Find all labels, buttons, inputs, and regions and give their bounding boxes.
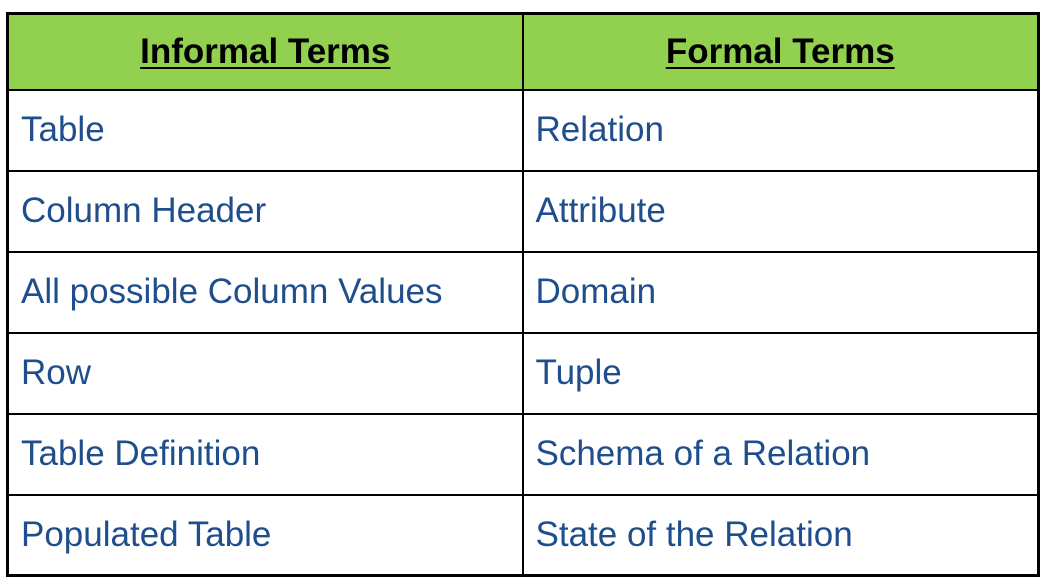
informal-term-cell: All possible Column Values bbox=[6, 250, 524, 334]
formal-term-cell: Domain bbox=[521, 250, 1040, 334]
informal-term-cell: Table Definition bbox=[6, 412, 524, 496]
informal-term-cell: Row bbox=[6, 331, 524, 415]
table-row: Table Definition Schema of a Relation bbox=[6, 412, 1040, 496]
formal-term-cell: Relation bbox=[521, 88, 1040, 172]
table-row: Table Relation bbox=[6, 88, 1040, 172]
informal-term-cell: Populated Table bbox=[6, 493, 524, 577]
table-header-row: Informal Terms Formal Terms bbox=[6, 12, 1040, 91]
terms-table: Informal Terms Formal Terms Table Relati… bbox=[6, 12, 1040, 577]
header-informal-terms: Informal Terms bbox=[6, 12, 524, 91]
formal-term-cell: Tuple bbox=[521, 331, 1040, 415]
table-row: Populated Table State of the Relation bbox=[6, 493, 1040, 577]
formal-term-cell: State of the Relation bbox=[521, 493, 1040, 577]
table-row: Row Tuple bbox=[6, 331, 1040, 415]
formal-term-cell: Attribute bbox=[521, 169, 1040, 253]
table-row: All possible Column Values Domain bbox=[6, 250, 1040, 334]
informal-term-cell: Table bbox=[6, 88, 524, 172]
informal-term-cell: Column Header bbox=[6, 169, 524, 253]
header-formal-terms: Formal Terms bbox=[521, 12, 1040, 91]
table-row: Column Header Attribute bbox=[6, 169, 1040, 253]
formal-term-cell: Schema of a Relation bbox=[521, 412, 1040, 496]
